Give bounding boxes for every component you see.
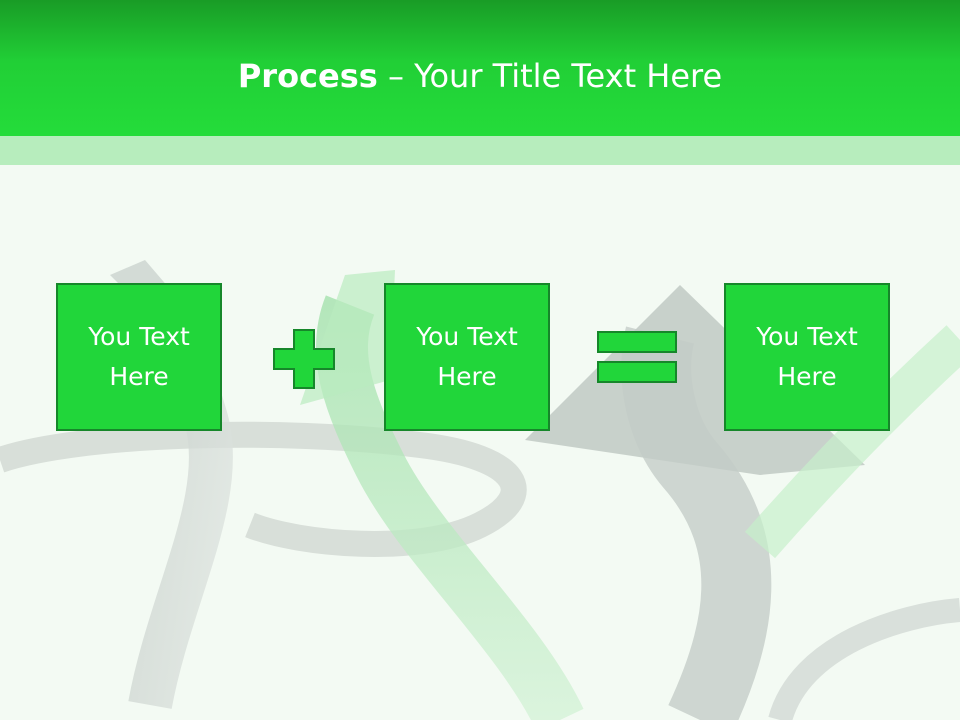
grey-ring-right — [768, 598, 960, 720]
background-arrows-illustration — [0, 260, 960, 720]
text-box-3-label: You Text Here — [756, 322, 858, 391]
green-swoosh-right — [744, 325, 960, 559]
grey-ring-left — [0, 421, 527, 557]
title-underline-band — [0, 136, 960, 165]
text-box-2-label: You Text Here — [416, 322, 518, 391]
text-box-1-label: You Text Here — [88, 322, 190, 391]
plus-icon — [273, 329, 335, 389]
title-rest: – Your Title Text Here — [377, 57, 723, 95]
title-bold: Process — [237, 57, 378, 95]
text-box-2[interactable]: You Text Here — [384, 283, 550, 431]
text-box-3[interactable]: You Text Here — [724, 283, 890, 431]
title-bar — [0, 0, 960, 136]
text-box-1[interactable]: You Text Here — [56, 283, 222, 431]
slide-title[interactable]: Process – Your Title Text Here — [0, 54, 960, 98]
green-arrow-head — [300, 270, 395, 405]
equals-icon — [597, 331, 677, 383]
